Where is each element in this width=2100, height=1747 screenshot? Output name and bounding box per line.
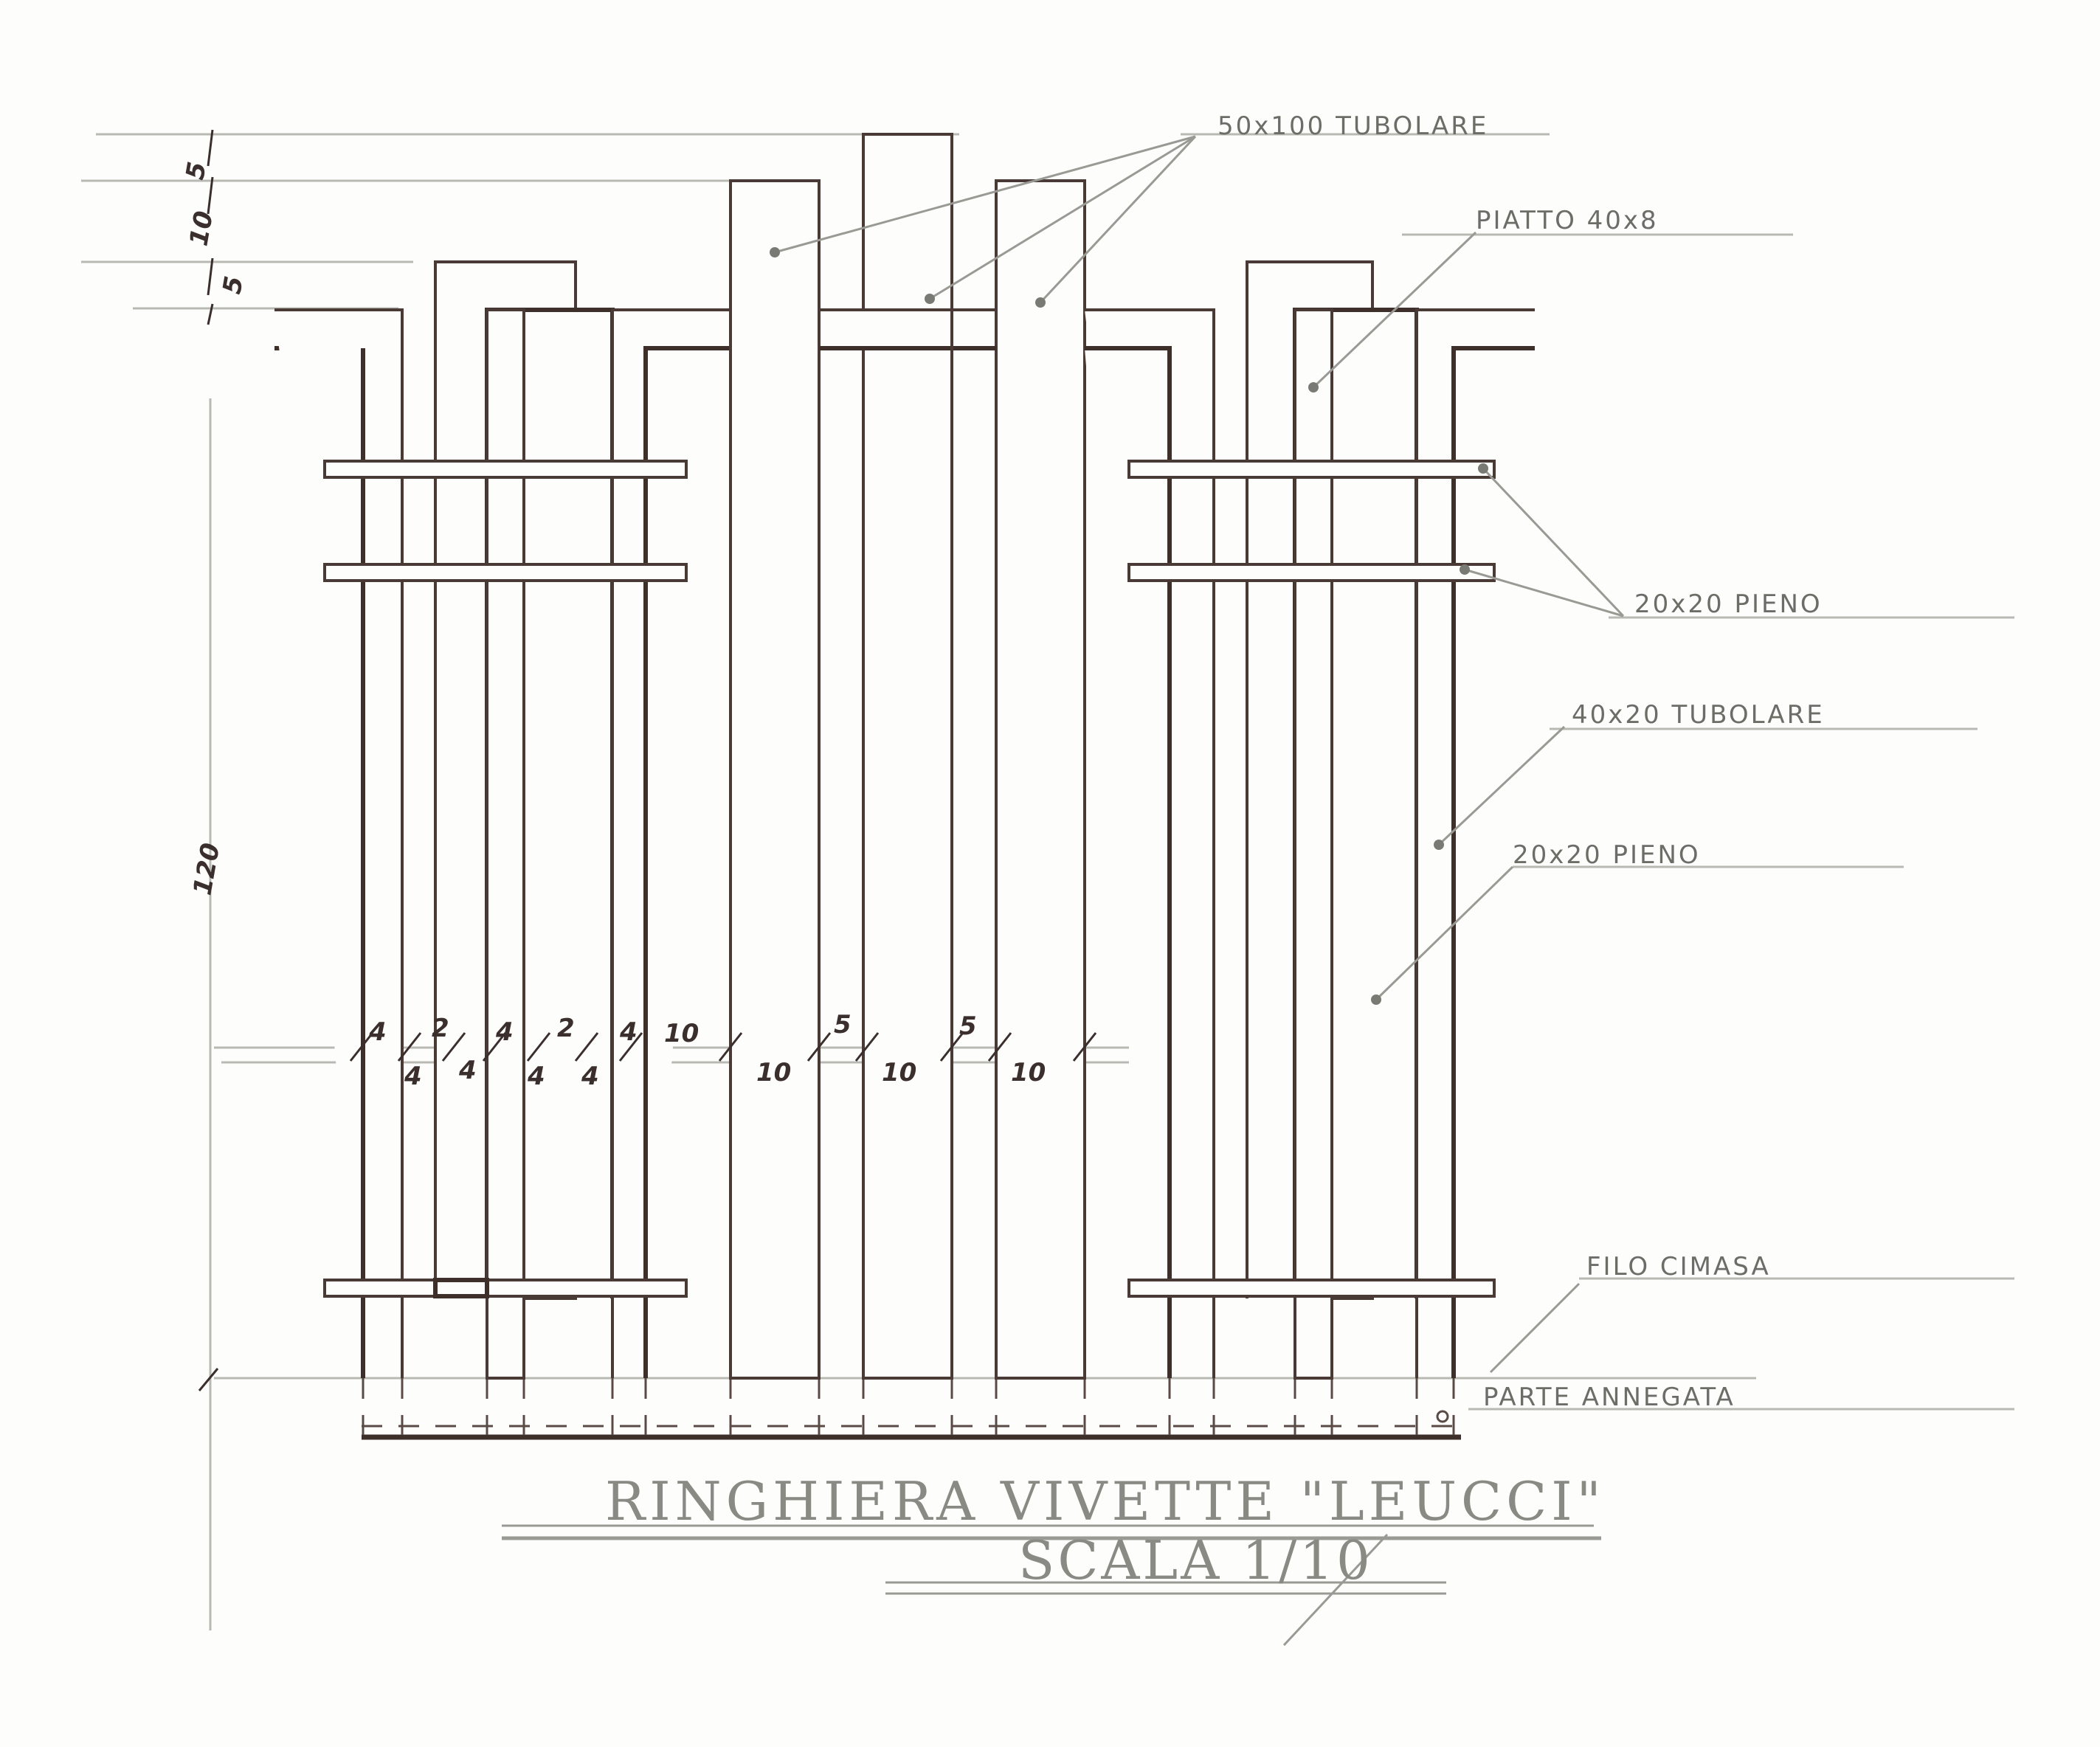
- drawing-scale: SCALA 1/10: [1018, 1529, 1373, 1591]
- dim-h-lower-10a: 10: [756, 1058, 791, 1087]
- left-panel: [274, 260, 730, 1380]
- dim-h-lower-4c: 4: [527, 1062, 545, 1091]
- dim-h-lower-10c: 10: [1011, 1058, 1046, 1087]
- dim-h-upper-2a: 2: [432, 1014, 449, 1043]
- dim-h-lower-4d: 4: [581, 1062, 599, 1091]
- vertical-dimensions: 5 10 5 120: [180, 129, 249, 1391]
- dim-h-upper-4b: 4: [495, 1017, 514, 1047]
- dim-h-upper-4c: 4: [619, 1017, 638, 1047]
- dim-h-upper-5b: 5: [959, 1011, 977, 1041]
- title-block: [502, 1524, 1601, 1647]
- central-uprights: [729, 133, 1086, 1380]
- dim-v-120: 120: [187, 841, 226, 898]
- dim-h-upper-10: 10: [664, 1019, 699, 1048]
- label-50x100-tubolare: 50x100 TUBOLARE: [1217, 111, 1488, 141]
- label-piatto-40x8: PIATTO 40x8: [1476, 206, 1659, 235]
- label-filo-cimasa: FILO CIMASA: [1586, 1252, 1771, 1281]
- dim-h-upper-2b: 2: [557, 1014, 575, 1043]
- label-20x20-pieno-top: 20x20 PIENO: [1634, 589, 1823, 619]
- label-20x20-pieno-mid: 20x20 PIENO: [1513, 840, 1701, 870]
- label-40x20-tubolare: 40x20 TUBOLARE: [1572, 700, 1825, 730]
- horizontal-dimensions: 4 2 4 2 4 10 5 5 4 4 4 4 10 10 10: [349, 1010, 1097, 1091]
- embedded-base: [362, 1378, 1461, 1440]
- dim-v-5-bottom: 5: [217, 274, 249, 296]
- dim-h-upper-4a: 4: [368, 1017, 387, 1047]
- right-panel: [1085, 260, 1535, 1380]
- dim-h-lower-10b: 10: [882, 1058, 916, 1087]
- dim-h-upper-5a: 5: [834, 1010, 852, 1039]
- leader-lines: [770, 135, 1625, 1374]
- label-parte-annegata: PARTE ANNEGATA: [1483, 1383, 1735, 1412]
- dim-v-10: 10: [184, 209, 219, 249]
- drawing-title: RINGHIERA VIVETTE "LEUCCI": [605, 1470, 1606, 1532]
- dim-h-lower-4a: 4: [404, 1062, 422, 1091]
- dim-h-lower-4b: 4: [458, 1056, 477, 1085]
